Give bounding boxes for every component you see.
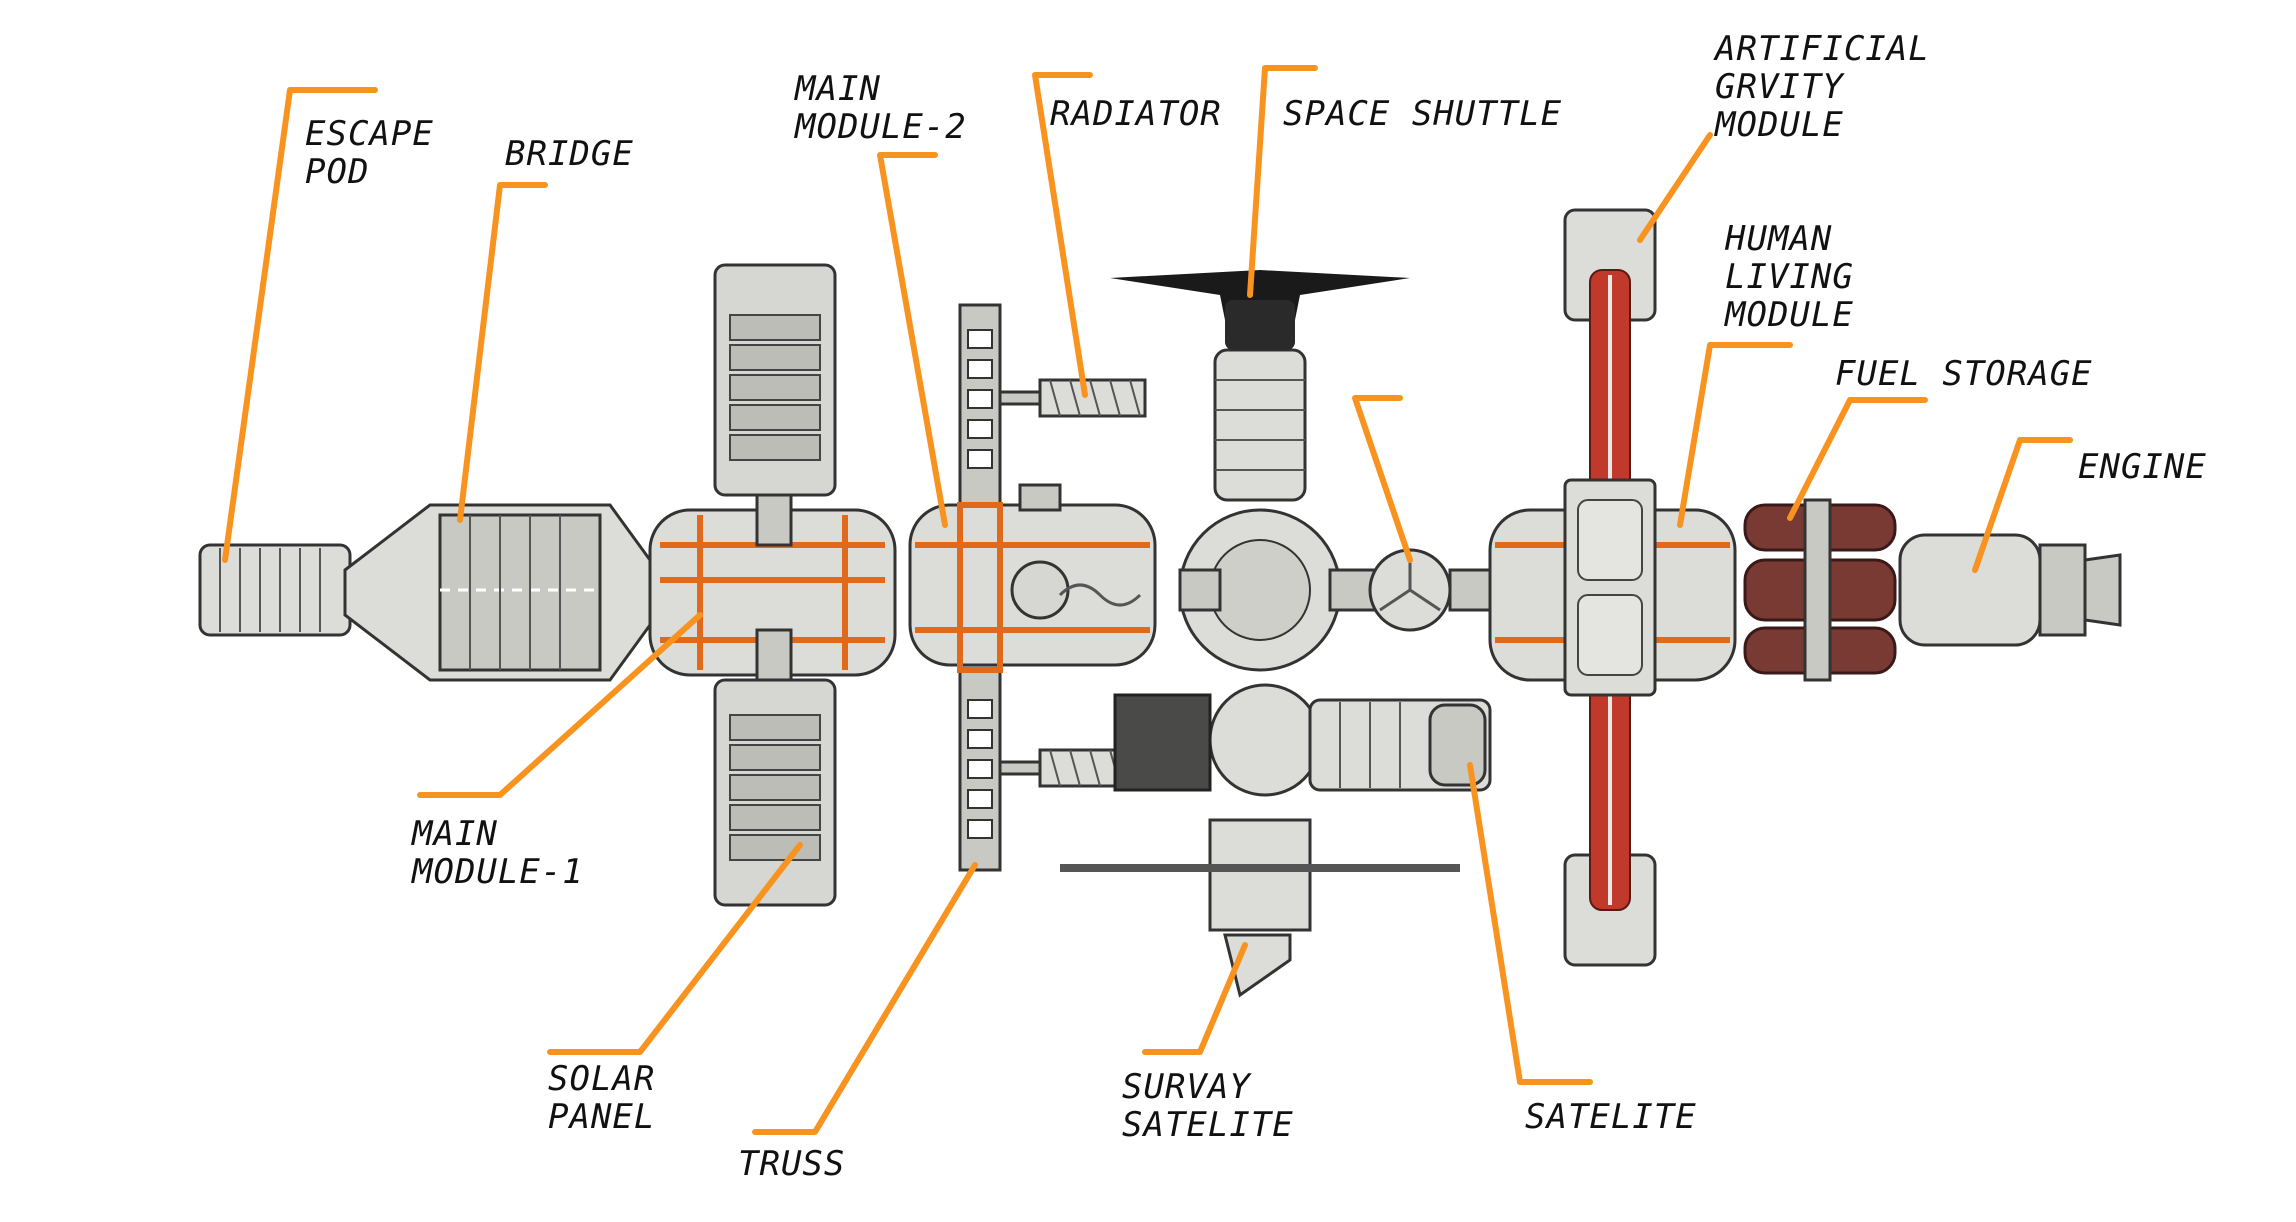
- human-living-module-part: [1488, 478, 1737, 697]
- label-human-living: HUMAN LIVING MODULE: [1724, 219, 1875, 335]
- label-survay-satelite: SURVAY SATELITE: [1122, 1067, 1294, 1145]
- label-fuel-storage: FUEL STORAGE: [1835, 354, 2093, 394]
- solar-panel-top: [713, 263, 837, 497]
- leader-engine: [1972, 437, 2073, 573]
- bridge-part: [343, 503, 652, 682]
- label-main-module-1: MAIN MODULE-1: [411, 814, 584, 892]
- labels: ESCAPE POD BRIDGE MAIN MODULE-2 RADIATOR…: [305, 29, 2207, 1184]
- radiator-part-bottom: [998, 748, 1147, 788]
- radiator-part-top: [998, 378, 1147, 418]
- leader-satelite: [1467, 762, 1593, 1085]
- leader-fuel-storage: [1787, 397, 1928, 521]
- label-truss: TRUSS: [738, 1144, 845, 1184]
- leader-human-living: [1677, 342, 1793, 528]
- fuel-storage-part: [1743, 498, 1897, 682]
- leader-main-module-1: [417, 612, 703, 798]
- space-shuttle-part: [1110, 270, 1410, 350]
- main-module-1-part: [648, 493, 897, 682]
- label-engine: ENGINE: [2078, 447, 2207, 487]
- label-space-shuttle: SPACE SHUTTLE: [1283, 94, 1562, 134]
- leader-escape-pod: [222, 87, 378, 563]
- main-module-2-part: [908, 483, 1157, 673]
- leader-small-node: [1352, 395, 1413, 563]
- solar-panel-bottom: [713, 678, 837, 907]
- small-node: [1368, 548, 1497, 632]
- central-hub: [1178, 348, 1377, 672]
- survey-satellite-part: [1060, 683, 1460, 998]
- leader-solar-panel: [547, 842, 803, 1055]
- leader-lines: [222, 65, 2073, 1135]
- satellite-part: [1308, 698, 1492, 792]
- label-escape-pod: ESCAPE POD: [305, 114, 455, 192]
- leader-truss: [752, 862, 978, 1135]
- engine-part: [1898, 533, 2122, 647]
- leader-gravity-module: [1637, 132, 1713, 243]
- label-satelite: SATELITE: [1525, 1097, 1697, 1137]
- label-bridge: BRIDGE: [505, 134, 634, 174]
- leader-radiator: [1032, 72, 1093, 398]
- leader-survay-satelite: [1142, 942, 1248, 1055]
- leader-space-shuttle: [1247, 65, 1318, 298]
- label-artificial-gravity: ARTIFICIAL GRVITY MODULE: [1713, 29, 1951, 145]
- label-solar-panel: SOLAR PANEL: [548, 1059, 677, 1137]
- leader-bridge: [457, 182, 548, 523]
- label-main-module-2: MAIN MODULE-2: [794, 69, 967, 147]
- station-illustration: [198, 208, 2122, 998]
- label-radiator: RADIATOR: [1050, 94, 1222, 134]
- leader-main-module-2: [877, 152, 948, 528]
